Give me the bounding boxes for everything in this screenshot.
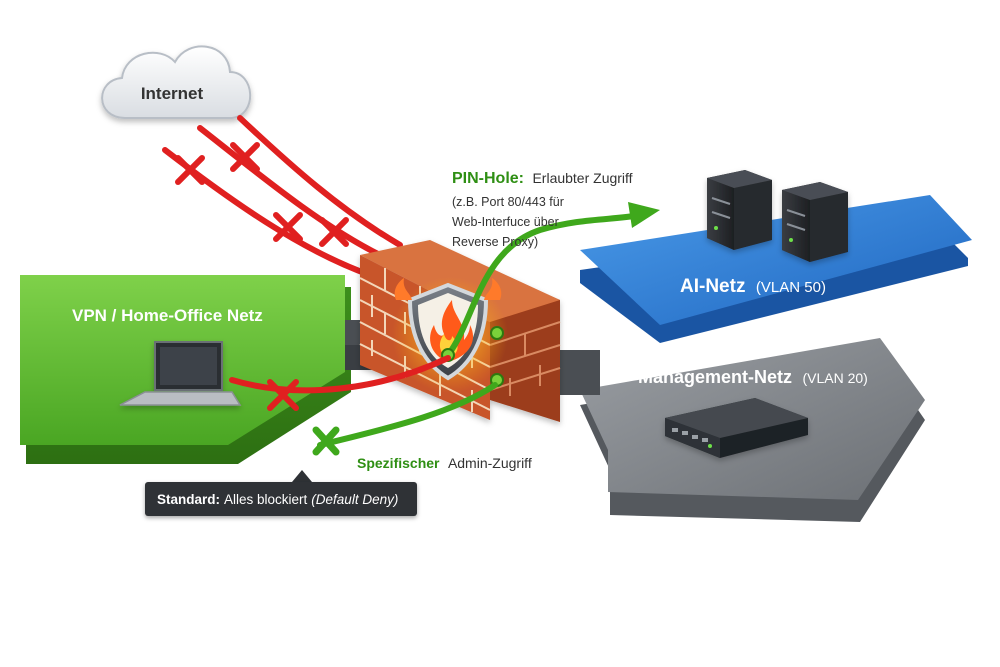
admin-allowed-path [317, 382, 498, 448]
deny-label-italic: (Default Deny) [311, 491, 399, 507]
ai-zone [580, 195, 972, 343]
default-deny-callout: Standard: Alles blockiert (Default Deny) [145, 482, 417, 516]
mgmt-net-label: Management-Netz (VLAN 20) [638, 367, 868, 387]
blocked-x-icon [273, 212, 303, 242]
pinhole-arrowhead-icon [628, 202, 660, 228]
pinhole-allowed-path [445, 212, 643, 358]
ai-net-title: AI-Netz [680, 276, 745, 297]
allowed-check-icon [312, 426, 340, 456]
pinhole-title: PIN-Hole: [452, 170, 524, 187]
mgmt-net-vlan: (VLAN 20) [802, 370, 867, 386]
blocked-x-icon [230, 142, 260, 172]
blocked-x-icon [267, 379, 299, 411]
admin-label: Spezifischer Admin-Zugriff [357, 455, 532, 472]
pinhole-detail-1: (z.B. Port 80/443 für [452, 195, 564, 209]
mgmt-net-title: Management-Netz [638, 367, 792, 387]
pinhole-detail-3: Reverse Proxy) [452, 235, 538, 249]
internet-label: Internet [141, 84, 204, 103]
pinhole-dot [490, 326, 504, 340]
blocked-x-icon [319, 217, 349, 247]
blocked-internet-paths [162, 115, 403, 278]
cloud-icon [101, 45, 252, 119]
pinhole-subtitle: Erlaubter Zugriff [532, 170, 632, 186]
admin-label-bold: Spezifischer [357, 455, 440, 471]
server-icon [707, 170, 772, 250]
blocked-x-icon [175, 155, 205, 185]
vpn-label: VPN / Home-Office Netz [72, 306, 263, 325]
ai-net-label: AI-Netz (VLAN 50) [680, 276, 826, 297]
ai-net-vlan: (VLAN 50) [756, 279, 826, 296]
deny-label-text: Alles blockiert [224, 491, 308, 507]
blocked-path-2 [197, 125, 383, 258]
pinhole-detail-2: Web-Interfuce über [452, 215, 559, 229]
blocked-vpn-path [229, 355, 451, 394]
pinhole-heading: PIN-Hole: Erlaubter Zugriff [452, 170, 633, 187]
blocked-path-3 [237, 115, 403, 248]
server-icon [782, 182, 848, 262]
switch-icon [665, 398, 808, 458]
deny-callout-pointer [292, 470, 312, 482]
laptop-icon [119, 341, 242, 406]
admin-label-rest: Admin-Zugriff [448, 455, 532, 471]
deny-label-bold: Standard: [157, 491, 221, 507]
blocked-path-1 [162, 147, 373, 278]
